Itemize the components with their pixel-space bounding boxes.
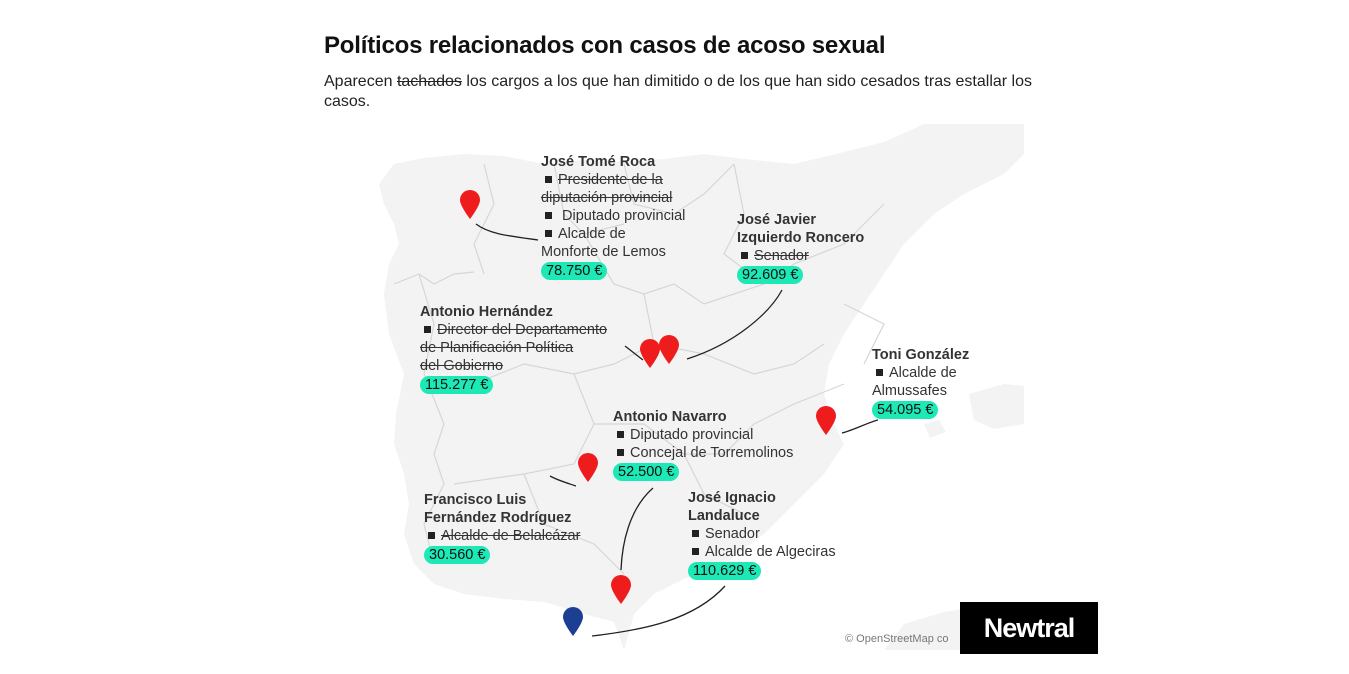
card-item: Monforte de Lemos — [541, 244, 666, 260]
card-jose-javier-izquierdo: José Javier Izquierdo Roncero Senador 92… — [737, 211, 864, 284]
subtitle: Aparecen tachados los cargos a los que h… — [324, 72, 1044, 112]
subtitle-struck-word: tachados — [396, 73, 462, 90]
card-name: José Tomé Roca — [541, 154, 656, 170]
map-pin-algeciras[interactable] — [562, 607, 584, 637]
card-item: del Gobierno — [420, 358, 504, 374]
salary-badge: 30.560 € — [424, 546, 491, 564]
card-item: Senador — [688, 525, 836, 543]
bullet-icon — [692, 530, 699, 538]
card-jose-tome-roca: José Tomé Roca Presidente de la diputaci… — [541, 153, 685, 280]
map-pin-madrid-2[interactable] — [658, 335, 680, 365]
bullet-icon — [545, 212, 552, 220]
bullet-icon — [545, 230, 552, 238]
salary-badge: 92.609 € — [737, 266, 804, 284]
map-pin-madrid-1[interactable] — [639, 339, 661, 369]
card-item: diputación provincial — [541, 190, 673, 206]
card-toni-gonzalez: Toni González Alcalde de Almussafes 54.0… — [872, 346, 969, 419]
card-antonio-navarro: Antonio Navarro Diputado provincial Conc… — [613, 408, 793, 481]
bullet-icon — [741, 252, 748, 260]
card-item: de Planificación Política — [420, 340, 574, 356]
map-pin-cordoba[interactable] — [577, 453, 599, 483]
card-name: Francisco Luis — [424, 492, 527, 508]
salary-badge: 110.629 € — [688, 562, 762, 580]
bullet-icon — [876, 369, 883, 377]
map-pin-valencia[interactable] — [815, 406, 837, 436]
card-item: Almussafes — [872, 383, 947, 399]
card-name: José Ignacio — [688, 490, 776, 506]
card-name: Landaluce — [688, 508, 760, 524]
bullet-icon — [617, 431, 624, 439]
salary-badge: 52.500 € — [613, 463, 680, 481]
card-antonio-hernandez: Antonio Hernández Director del Departame… — [420, 303, 607, 394]
page-title: Políticos relacionados con casos de acos… — [324, 32, 886, 59]
salary-badge: 78.750 € — [541, 262, 608, 280]
bullet-icon — [428, 532, 435, 540]
card-item: Presidente de la — [541, 171, 685, 189]
newtral-logo: Newtral — [960, 602, 1098, 654]
bullet-icon — [545, 176, 552, 184]
card-name: Antonio Navarro — [613, 409, 727, 425]
bullet-icon — [617, 449, 624, 457]
card-name: José Javier — [737, 212, 817, 228]
card-item: Alcalde de — [541, 225, 685, 243]
map-pin-malaga[interactable] — [610, 575, 632, 605]
card-francisco-luis-fernandez: Francisco Luis Fernández Rodríguez Alcal… — [424, 491, 580, 564]
bullet-icon — [692, 548, 699, 556]
card-item: Alcalde de — [872, 364, 969, 382]
subtitle-rest: los cargos a los que han dimitido o de l… — [324, 73, 1033, 110]
card-name: Toni González — [872, 347, 970, 363]
map-pin-lugo[interactable] — [459, 190, 481, 220]
card-name: Fernández Rodríguez — [424, 510, 572, 526]
map-base — [324, 124, 1024, 650]
card-jose-ignacio-landaluce: José Ignacio Landaluce Senador Alcalde d… — [688, 489, 836, 580]
card-item: Senador — [737, 247, 864, 265]
card-item: Diputado provincial — [613, 426, 793, 444]
card-name: Antonio Hernández — [420, 304, 553, 320]
subtitle-prefix: Aparecen — [324, 73, 393, 90]
card-item: Alcalde de Algeciras — [688, 543, 836, 561]
card-name: Izquierdo Roncero — [737, 230, 865, 246]
card-item: Alcalde de Belalcázar — [424, 527, 580, 545]
map-attribution[interactable]: © OpenStreetMap co — [845, 633, 949, 645]
salary-badge: 54.095 € — [872, 401, 939, 419]
card-item: Director del Departamento — [420, 321, 607, 339]
card-item: Concejal de Torremolinos — [613, 444, 793, 462]
salary-badge: 115.277 € — [420, 376, 494, 394]
card-item: Diputado provincial — [541, 207, 685, 225]
bullet-icon — [424, 326, 431, 334]
